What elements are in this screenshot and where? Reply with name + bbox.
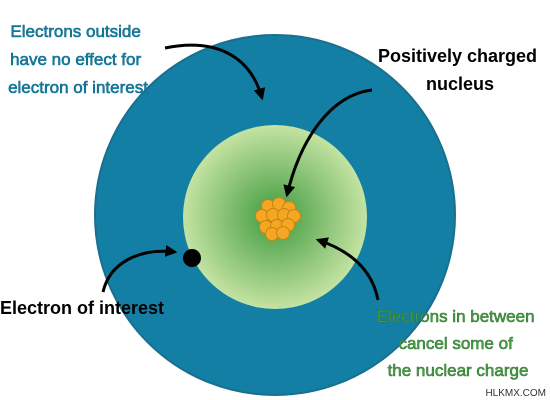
nucleon (276, 226, 290, 240)
watermark: HLKMX.COM (485, 388, 546, 399)
nucleus (255, 197, 301, 241)
electron-of-interest-dot (183, 249, 201, 267)
outer-electrons-label: Electrons outside have no effect for ele… (8, 22, 148, 97)
inner-electrons-label: Electrons in between cancel some of the … (377, 307, 540, 380)
arrow-inner-electrons (315, 237, 380, 301)
arrow-electron-of-interest (101, 244, 178, 293)
electron-of-interest-label: Electron of interest (0, 298, 164, 318)
arrow-outer-electrons (164, 43, 266, 101)
nucleus-label: Positively charged nucleus (378, 46, 542, 94)
arrow-nucleus (283, 88, 373, 198)
